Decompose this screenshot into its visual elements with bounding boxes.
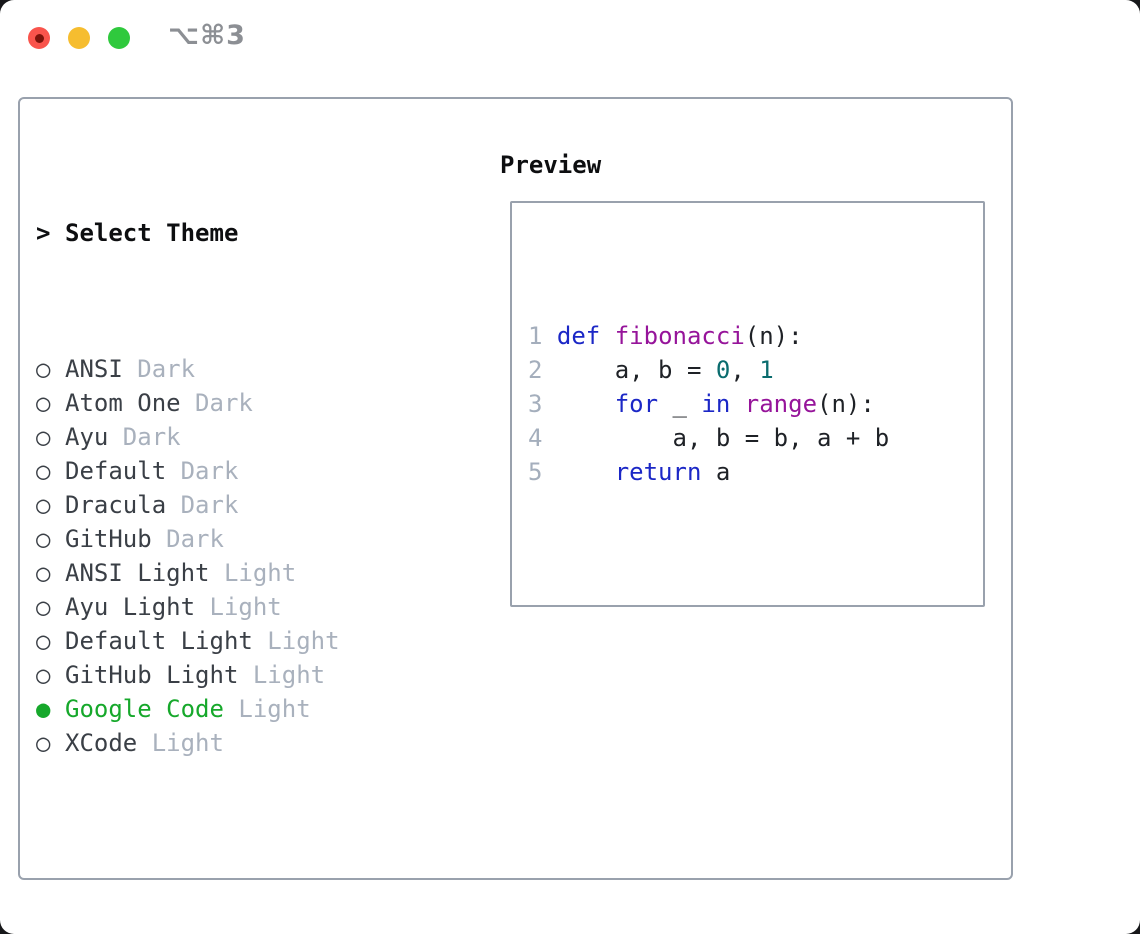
theme-variant: Light <box>195 593 282 621</box>
theme-item-ansi-light-light[interactable]: ○ ANSI Light Light <box>36 556 466 590</box>
line-number: 2 <box>528 356 543 384</box>
code-token-plain <box>730 390 744 418</box>
window-title: ⌥⌘3 <box>168 20 246 51</box>
theme-name: Google Code <box>65 695 224 723</box>
minimize-button[interactable] <box>68 27 90 49</box>
zoom-button[interactable] <box>108 27 130 49</box>
theme-item-ayu-light-light[interactable]: ○ Ayu Light Light <box>36 590 466 624</box>
code-token-plain <box>600 322 614 350</box>
left-column: > Select Theme ○ ANSI Dark ○ Atom One Dark ○ A… <box>36 148 466 934</box>
theme-name: Atom One <box>65 389 181 417</box>
code-line: 3 for _ in range(n): <box>528 387 983 421</box>
radio-icon: ○ <box>36 559 51 587</box>
titlebar <box>28 26 148 50</box>
code-token-keyword: def <box>556 322 601 350</box>
main-panel: > Select Theme ○ ANSI Dark ○ Atom One Dark ○ A… <box>18 97 1013 880</box>
theme-list: ○ ANSI Dark ○ Atom One Dark ○ Ayu Dark ○ Defaul… <box>36 352 466 760</box>
theme-name: Ayu Light <box>65 593 196 621</box>
radio-icon: ○ <box>36 525 51 553</box>
theme-item-ayu-dark[interactable]: ○ Ayu Dark <box>36 420 466 454</box>
code-token-keyword: in <box>701 390 731 418</box>
code-token-plain: a, b = <box>556 356 716 384</box>
selected-radio-icon: ● <box>36 695 51 723</box>
theme-name: ANSI Light <box>65 559 210 587</box>
theme-name: Dracula <box>65 491 167 519</box>
radio-icon: ○ <box>36 389 51 417</box>
theme-variant: Light <box>252 627 340 655</box>
code-line: 1 def fibonacci(n): <box>528 319 983 353</box>
code-token-keyword: return <box>614 458 702 486</box>
code-token-plain: (n): <box>744 322 803 350</box>
radio-icon: ○ <box>36 491 51 519</box>
theme-item-ansi-dark[interactable]: ○ ANSI Dark <box>36 352 466 386</box>
spacer <box>36 862 466 896</box>
theme-variant: Dark <box>180 389 253 417</box>
select-theme-title: Select Theme <box>65 219 239 247</box>
radio-icon: ○ <box>36 729 51 757</box>
focus-caret-icon: > <box>36 219 51 247</box>
theme-variant: Dark <box>108 423 181 451</box>
line-number: 3 <box>528 390 543 418</box>
code-token-literal: 1 <box>759 356 774 384</box>
theme-variant: Light <box>137 729 224 757</box>
line-number: 4 <box>528 424 543 452</box>
select-theme-header: > Select Theme <box>36 216 466 250</box>
close-button[interactable] <box>28 27 50 49</box>
radio-icon: ○ <box>36 661 51 689</box>
theme-variant: Dark <box>166 457 239 485</box>
theme-variant: Light <box>223 695 311 723</box>
theme-item-default-dark[interactable]: ○ Default Dark <box>36 454 466 488</box>
theme-item-dracula-dark[interactable]: ○ Dracula Dark <box>36 488 466 522</box>
theme-name: ANSI <box>65 355 123 383</box>
line-number: 5 <box>528 458 543 486</box>
theme-name: GitHub <box>65 525 152 553</box>
radio-icon: ○ <box>36 627 51 655</box>
unsaved-changes-dot-icon <box>34 33 44 43</box>
line-number: 1 <box>528 322 543 350</box>
code-token-literal: 0 <box>715 356 731 384</box>
theme-name: Default Light <box>65 627 253 655</box>
preview-title: Preview <box>500 151 602 179</box>
code-token-plain: _ <box>658 390 702 418</box>
theme-name: Ayu <box>65 423 109 451</box>
theme-item-atom-one-dark[interactable]: ○ Atom One Dark <box>36 386 466 420</box>
theme-variant: Dark <box>122 355 196 383</box>
code-line: 2 a, b = 0, 1 <box>528 353 983 387</box>
code-token-plain <box>557 390 615 418</box>
theme-variant: Light <box>209 559 297 587</box>
code-token-plain: a, b = b, a + b <box>556 424 890 452</box>
code-token-plain: (n): <box>817 390 875 418</box>
code-token-plain <box>557 458 615 486</box>
theme-variant: Light <box>238 661 326 689</box>
code-token-plain: , <box>730 356 760 384</box>
theme-item-github-dark[interactable]: ○ GitHub Dark <box>36 522 466 556</box>
theme-item-google-code-light[interactable]: ● Google Code Light <box>36 692 466 726</box>
theme-item-xcode-light[interactable]: ○ XCode Light <box>36 726 466 760</box>
radio-icon: ○ <box>36 355 51 383</box>
theme-item-default-light-light[interactable]: ○ Default Light Light <box>36 624 466 658</box>
radio-icon: ○ <box>36 457 51 485</box>
theme-name: Default <box>65 457 167 485</box>
code-token-function: range <box>744 390 818 418</box>
theme-variant: Dark <box>151 525 224 553</box>
theme-name: GitHub Light <box>65 661 239 689</box>
theme-item-github-light-light[interactable]: ○ GitHub Light Light <box>36 658 466 692</box>
code-token-keyword: for <box>614 390 659 418</box>
code-line: 5 return a <box>528 455 983 489</box>
radio-icon: ○ <box>36 593 51 621</box>
code-line: 4 a, b = b, a + b <box>528 421 983 455</box>
theme-variant: Dark <box>166 491 239 519</box>
code-token-plain: a <box>701 458 731 486</box>
theme-name: XCode <box>65 729 138 757</box>
code-token-function: fibonacci <box>614 322 745 350</box>
spacer <box>528 557 983 591</box>
radio-icon: ○ <box>36 423 51 451</box>
